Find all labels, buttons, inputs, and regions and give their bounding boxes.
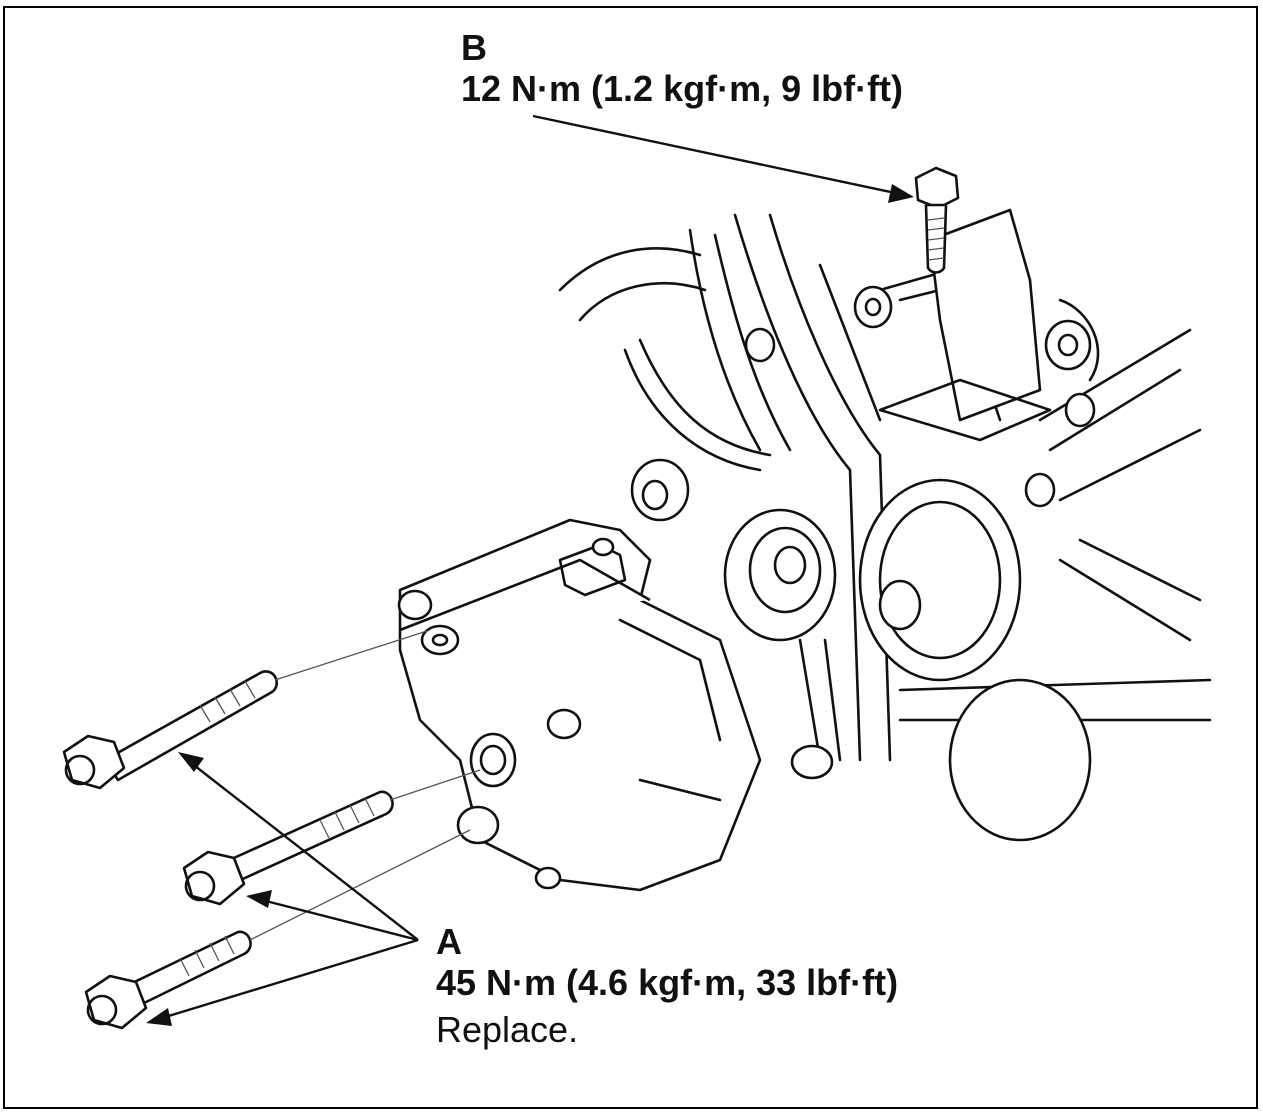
bolt-a-middle	[182, 790, 394, 906]
callout-b-letter: B	[461, 27, 487, 68]
callout-a-torque: 45 N·m (4.6 kgf·m, 33 lbf·ft)	[436, 962, 899, 1003]
idler-pulley	[858, 478, 1092, 842]
engine-block	[558, 208, 1212, 722]
belt-tensioner	[630, 458, 842, 780]
callout-a-note: Replace.	[436, 1009, 579, 1050]
bolt-a-upper	[62, 670, 278, 790]
drive-belt	[733, 213, 892, 762]
bolt-a-lower	[84, 930, 252, 1030]
leader-lines	[146, 114, 914, 1026]
callout-b-torque: 12 N·m (1.2 kgf·m, 9 lbf·ft)	[461, 68, 904, 109]
alignment-lines	[249, 629, 481, 941]
bolt-b	[914, 166, 960, 274]
callout-a-letter: A	[436, 921, 462, 962]
mount-bracket	[397, 518, 762, 892]
